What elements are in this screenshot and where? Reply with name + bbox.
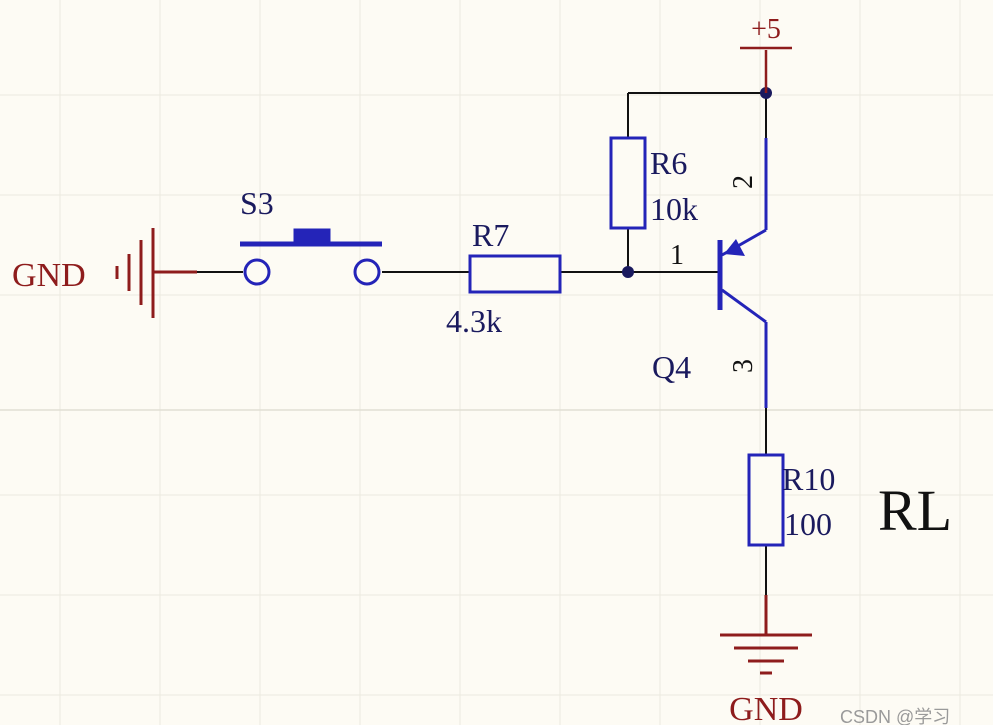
gnd-left-label: GND bbox=[12, 257, 86, 294]
transistor-q4-pin-collector: 3 bbox=[728, 359, 759, 373]
watermark-text: CSDN @学习 bbox=[840, 707, 950, 725]
vcc-power-port bbox=[740, 46, 792, 93]
resistor-r10-designator: R10 bbox=[782, 461, 835, 497]
transistor-q4-designator: Q4 bbox=[652, 349, 691, 385]
transistor-q4-pin-base: 1 bbox=[670, 240, 684, 271]
junction-dot-base bbox=[622, 266, 634, 278]
resistor-r7-value: 4.3k bbox=[446, 303, 502, 339]
resistor-r6-body bbox=[609, 136, 647, 230]
transistor-q4 bbox=[717, 138, 768, 408]
switch-s3-designator: S3 bbox=[240, 185, 274, 221]
gnd-left-symbol bbox=[115, 228, 197, 318]
resistor-r7-designator: R7 bbox=[472, 217, 509, 253]
gnd-bottom-symbol bbox=[720, 595, 812, 675]
switch-s3 bbox=[240, 228, 382, 286]
resistor-r6-value: 10k bbox=[650, 191, 698, 227]
resistor-r10-body bbox=[747, 453, 785, 547]
wires bbox=[197, 92, 767, 595]
load-label-rl: RL bbox=[878, 478, 952, 543]
vcc-label: +5 bbox=[751, 14, 781, 45]
resistor-r10-value: 100 bbox=[784, 506, 832, 542]
resistor-r7-body bbox=[468, 254, 562, 294]
transistor-q4-pin-emitter: 2 bbox=[728, 175, 759, 189]
resistor-r6-designator: R6 bbox=[650, 145, 687, 181]
gnd-bottom-label: GND bbox=[729, 691, 803, 725]
